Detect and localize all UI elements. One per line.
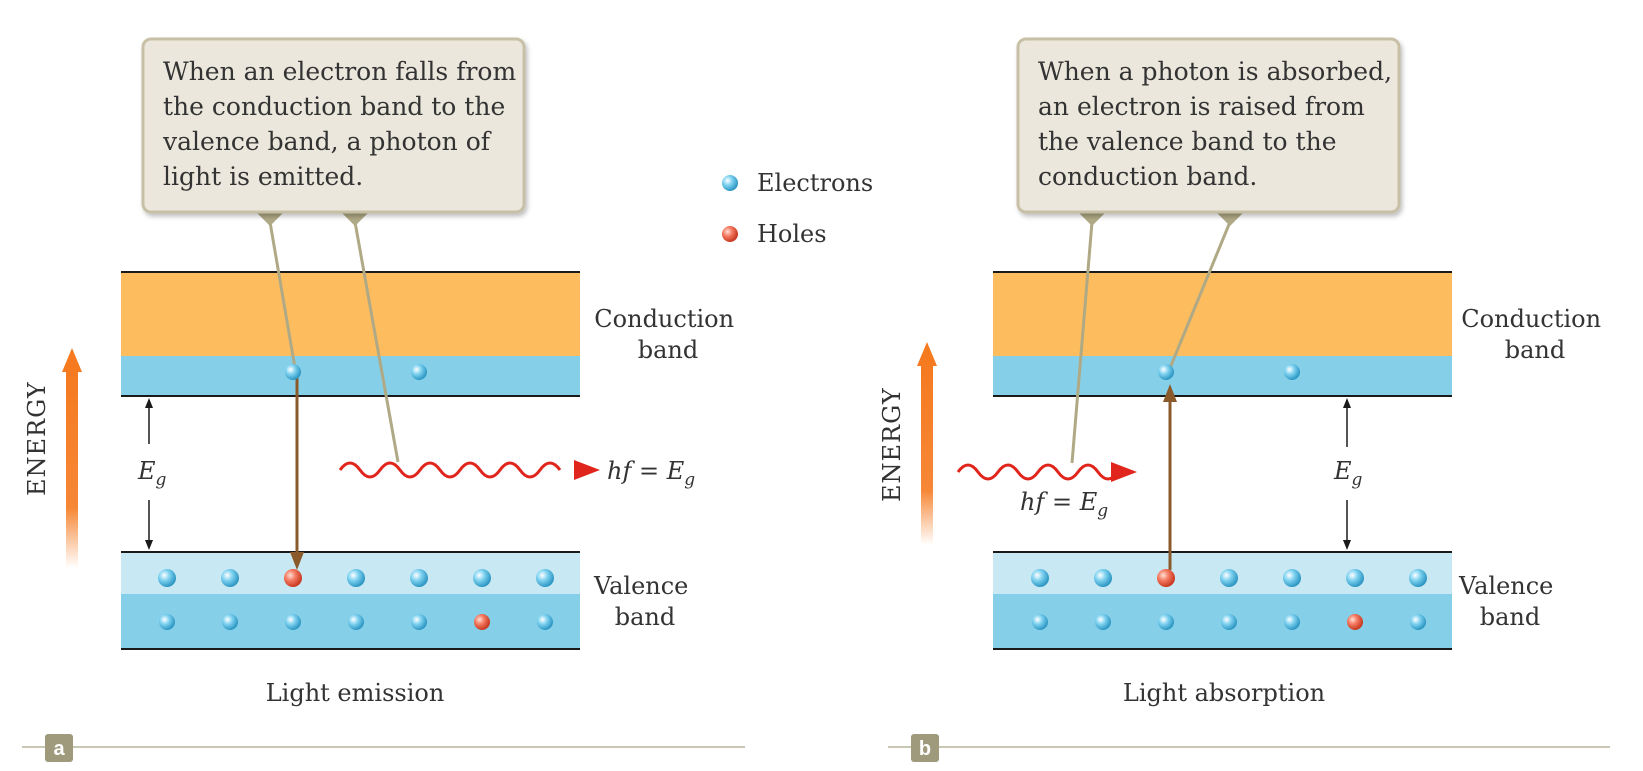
conduction-band (993, 272, 1452, 356)
electron-dot (1284, 364, 1300, 380)
callout-box (1016, 37, 1401, 214)
hole-dot (1347, 614, 1363, 630)
legend: Electrons Holes (722, 169, 873, 248)
legend-hole-icon (722, 226, 738, 242)
callout-pointers (256, 212, 400, 463)
conduction-electron-layer (993, 356, 1452, 396)
particles (158, 364, 554, 630)
panel-b-light-absorption: ENERGY hf = Eg Eg (878, 37, 1610, 762)
valence-band-label: Valence band (1458, 572, 1561, 631)
callout-text: When a photon is absorbed, an electron i… (1038, 57, 1400, 191)
electron-dot (347, 569, 365, 587)
electron-dot (410, 569, 428, 587)
conduction-electron-layer (121, 356, 580, 396)
panel-badge (45, 734, 73, 762)
conduction-band-label: Conduction band (594, 305, 741, 364)
electron-dot (285, 614, 301, 630)
panel-badge (911, 734, 939, 762)
valence-band-label: Valence band (593, 572, 696, 631)
energy-label: ENERGY (878, 387, 906, 502)
electron-dot (348, 614, 364, 630)
legend-electron-icon (722, 175, 738, 191)
panel-letter: b (919, 738, 931, 760)
band-gap-label: Eg (137, 457, 167, 490)
panel-a-light-emission: ENERGY Eg (22, 37, 745, 762)
particles (1031, 364, 1427, 630)
band-gap-arrow (145, 398, 153, 550)
panel-caption: Light emission (266, 679, 445, 707)
electron-dot (158, 569, 176, 587)
energy-arrow (917, 342, 937, 545)
hole-dot (474, 614, 490, 630)
callout-pointers (1070, 212, 1244, 464)
conduction-band-label: Conduction band (1461, 305, 1608, 364)
electron-dot (473, 569, 491, 587)
band-gap-arrow (1343, 398, 1351, 550)
callout-box (141, 37, 526, 214)
electron-dot (1031, 569, 1049, 587)
absorbed-photon (956, 462, 1137, 482)
electron-dot (1409, 569, 1427, 587)
electron-dot (1095, 614, 1111, 630)
electron-dot (411, 364, 427, 380)
panel-letter: a (53, 738, 65, 760)
electron-dot (1032, 614, 1048, 630)
electron-dot (1220, 569, 1238, 587)
electron-dot (537, 614, 553, 630)
electron-transition-arrow (290, 376, 304, 570)
electron-dot (1283, 569, 1301, 587)
electron-dot (1284, 614, 1300, 630)
conduction-band (121, 272, 580, 356)
energy-label: ENERGY (23, 381, 51, 496)
hole-dot (1157, 569, 1175, 587)
electron-dot (1158, 364, 1174, 380)
band-gap-label: Eg (1333, 457, 1363, 490)
emitted-photon (338, 460, 600, 480)
electron-dot (1410, 614, 1426, 630)
legend-electrons-label: Electrons (757, 169, 873, 197)
hole-dot (284, 569, 302, 587)
electron-transition-arrow (1163, 384, 1177, 570)
electron-dot (1221, 614, 1237, 630)
electron-dot (1346, 569, 1364, 587)
callout-text: When an electron falls from the conducti… (162, 57, 524, 191)
legend-holes-label: Holes (757, 220, 827, 248)
electron-dot (1094, 569, 1112, 587)
electron-dot (159, 614, 175, 630)
electron-dot (536, 569, 554, 587)
panel-caption: Light absorption (1123, 679, 1325, 707)
photon-energy-label: hf = Eg (607, 457, 695, 490)
electron-dot (222, 614, 238, 630)
electron-dot (1158, 614, 1174, 630)
energy-arrow (62, 348, 82, 568)
electron-dot (411, 614, 427, 630)
photon-energy-label: hf = Eg (1020, 488, 1108, 521)
electron-dot (221, 569, 239, 587)
electron-dot (285, 364, 301, 380)
